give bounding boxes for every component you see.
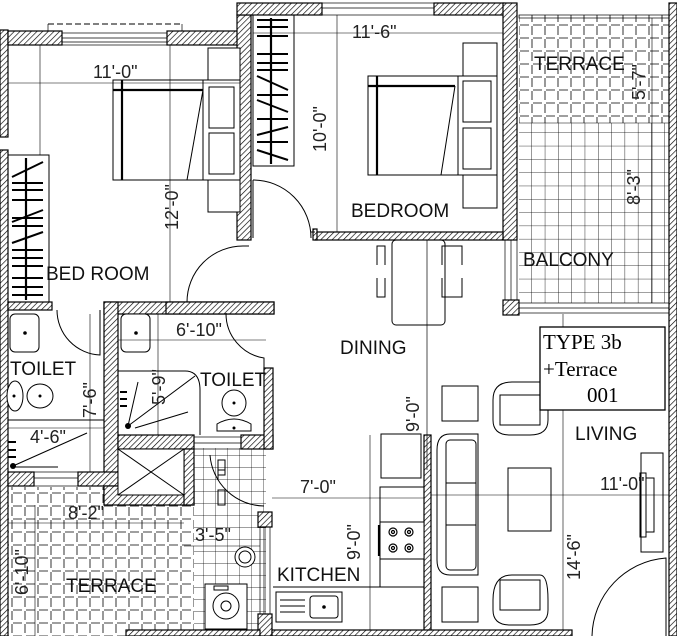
dim-terrace-bottom-width: 8'-2" — [68, 503, 104, 523]
balcony-tiles — [519, 123, 669, 303]
label-living: LIVING — [575, 424, 637, 445]
kitchen-counter — [273, 433, 425, 623]
doors — [56, 179, 667, 636]
label-kitchen: KITCHEN — [277, 565, 360, 586]
type-line-2: +Terrace — [543, 357, 617, 381]
dim-dining-depth: 9'-0" — [403, 396, 423, 432]
type-line-3: 001 — [587, 383, 619, 407]
toilet-left-fixtures — [6, 313, 104, 469]
living-furniture — [436, 381, 664, 626]
terrace-top-tiles — [519, 15, 669, 123]
dim-kitchen-width: 7'-0" — [300, 477, 336, 497]
label-terrace-bottom: TERRACE — [66, 576, 157, 597]
utility-area — [117, 448, 256, 630]
dim-toilet-left-depth: 7'-6" — [80, 382, 100, 418]
dim-terrace-top-depth: 5'-7" — [629, 64, 649, 100]
label-terrace-top: TERRACE — [534, 54, 625, 75]
room-labels: BED ROOM BEDROOM TERRACE BALCONY TOILET … — [10, 54, 637, 597]
dim-bedroom-left-width: 11'-0" — [93, 62, 138, 82]
label-toilet-left: TOILET — [10, 359, 77, 380]
dimension-lines — [8, 15, 669, 636]
type-line-1: TYPE 3b — [543, 330, 622, 354]
dim-balcony-depth: 8'-3" — [624, 169, 644, 205]
dim-bedroom-right-width: 11'-6" — [352, 22, 397, 42]
dim-living-depth: 14'-6" — [564, 534, 584, 580]
dim-toilet-mid-depth: 5'-9" — [149, 369, 169, 405]
label-bed-room: BED ROOM — [46, 264, 149, 285]
label-toilet-mid: TOILET — [200, 370, 267, 391]
windows — [0, 2, 670, 615]
dim-living-width: 11'-0" — [600, 474, 645, 494]
dim-toilet-mid-width: 6'-10" — [176, 320, 222, 340]
bed-left — [112, 47, 241, 213]
label-balcony: BALCONY — [523, 250, 614, 271]
dim-bedroom-right-depth: 10'-0" — [310, 106, 330, 152]
dim-bedroom-left-depth: 12'-0" — [162, 184, 182, 230]
wardrobe-left — [7, 154, 50, 303]
dim-toilet-left-width: 4'-6" — [30, 427, 66, 447]
dim-utility-width: 3'-5" — [195, 525, 231, 545]
label-dining: DINING — [340, 338, 407, 359]
unit-type-box: TYPE 3b +Terrace 001 — [539, 326, 666, 411]
bed-right — [367, 42, 498, 209]
toilet-mid-fixtures — [118, 313, 252, 435]
wardrobe-mid — [252, 14, 295, 167]
dim-terrace-bottom-depth: 6'-10" — [12, 549, 32, 595]
dining-table — [376, 239, 463, 470]
label-bedroom: BEDROOM — [351, 201, 449, 222]
dimension-texts: 11'-0" 12'-0" 11'-6" 10'-0" 5'-7" 8'-3" … — [12, 22, 649, 595]
dim-kitchen-depth: 9'-0" — [344, 524, 364, 560]
